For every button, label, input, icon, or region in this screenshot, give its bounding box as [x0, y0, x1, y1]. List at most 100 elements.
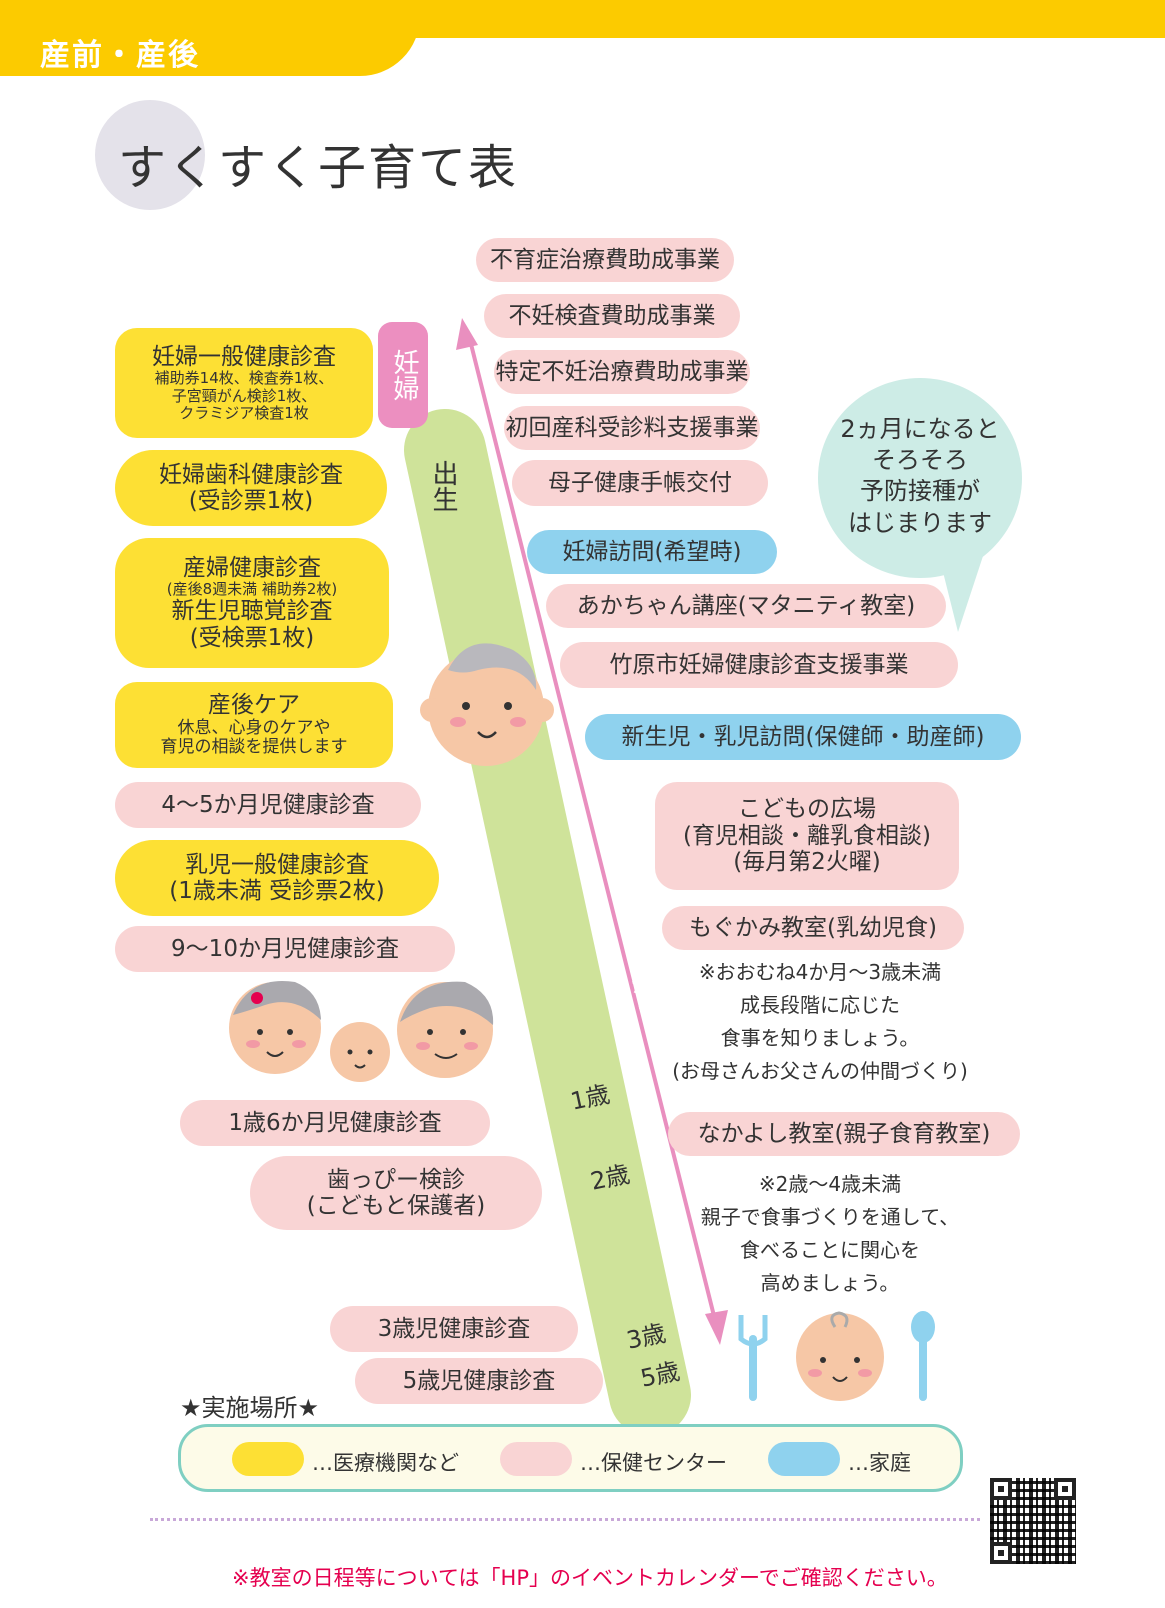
arrow-head-down	[705, 1310, 728, 1345]
pregnancy-checkup-sub2: 子宮頸がん検診1枚、	[171, 386, 317, 405]
infant-checkup-title: 乳児一般健康診査	[185, 851, 369, 878]
pregnancy-checkup-box: 妊婦一般健康診査 補助券14枚、検査券1枚、 子宮頸がん検診1枚、 クラミジア検…	[115, 328, 373, 438]
infant-checkup-sub: (1歳未満 受診票2枚)	[169, 878, 385, 904]
bubble-line-1: 2ヵ月になると	[840, 415, 1000, 443]
postpartum-care-title: 産後ケア	[208, 692, 300, 719]
takehara-pregnancy-support-label: 竹原市妊婦健康診査支援事業	[609, 651, 909, 678]
checkup-5y: 5歳児健康診査	[355, 1358, 603, 1404]
eating-baby-illustration	[738, 1311, 935, 1401]
dotted-divider	[150, 1518, 980, 1521]
pregnancy-dental-sub: (受診票1枚)	[188, 488, 314, 514]
family-illustration	[229, 980, 494, 1082]
nakayoshi-note: ※2歳～4歳未満 親子で食事づくりを通して、 食べることに関心を 高めましょう。	[680, 1168, 980, 1300]
recurrent-miscarriage-subsidy: 不育症治療費助成事業	[476, 238, 734, 282]
header-tag: 産前・産後	[40, 38, 200, 73]
birth-label: 出生	[428, 460, 458, 512]
checkup-4-5-months-label: 4～5か月児健康診査	[161, 791, 375, 818]
qr-finder-top-left	[990, 1478, 1012, 1500]
legend-label-health-center: …保健センター	[580, 1451, 727, 1475]
checkup-1y6m: 1歳6か月児健康診査	[180, 1100, 490, 1146]
newborn-visit-label: 新生児・乳児訪問(保健師・助産師)	[621, 723, 985, 750]
first-obstetric-visit-support-label: 初回産科受診料支援事業	[505, 414, 759, 441]
pink-arrow-line	[468, 339, 717, 1321]
pregnancy-checkup-sub1: 補助券14枚、検査券1枚、	[154, 369, 334, 388]
postpartum-checkup-sub: (産後8週未満 補助券2枚)	[166, 580, 338, 599]
pregnancy-text: 妊婦	[388, 349, 419, 401]
pregnancy-dental-title: 妊婦歯科健康診査	[159, 461, 343, 488]
mogukami-note-3: 食事を知りましょう。	[720, 1026, 920, 1050]
mogukami-class: もぐかみ教室(乳幼児食)	[662, 906, 964, 950]
dental-checkup-box: 歯っぴー検診 (こどもと保護者)	[250, 1156, 542, 1230]
arrow-head-up	[456, 318, 478, 350]
kids-plaza-box: こどもの広場 (育児相談・離乳食相談) (毎月第2火曜)	[655, 782, 959, 890]
checkup-9-10-months: 9～10か月児健康診査	[115, 926, 455, 972]
takehara-pregnancy-support: 竹原市妊婦健康診査支援事業	[560, 642, 958, 688]
checkup-1y6m-label: 1歳6か月児健康診査	[228, 1109, 442, 1136]
legend-label-home: …家庭	[848, 1451, 911, 1475]
infertility-test-subsidy: 不妊検査費助成事業	[484, 294, 740, 338]
pregnancy-checkup-sub3: クラミジア検査1枚	[179, 403, 309, 422]
baby-class: あかちゃん講座(マタニティ教室)	[546, 584, 946, 628]
footer-note: ※教室の日程等については「HP」のイベントカレンダーでご確認ください。	[232, 1566, 948, 1590]
checkup-3y: 3歳児健康診査	[330, 1306, 578, 1352]
recurrent-miscarriage-subsidy-label: 不育症治療費助成事業	[490, 246, 720, 273]
postpartum-care-sub1: 休息、心身のケアや	[177, 717, 331, 738]
dental-checkup-sub: (こどもと保護者)	[306, 1193, 486, 1219]
title-circle	[95, 100, 205, 210]
legend-swatch-blue	[768, 1442, 840, 1476]
mogukami-note-1: ※おおむね4か月～3歳未満	[698, 960, 942, 984]
mogukami-class-label: もぐかみ教室(乳幼児食)	[689, 914, 937, 941]
newborn-visit: 新生児・乳児訪問(保健師・助産師)	[585, 714, 1021, 760]
bubble-line-4: はじまります	[848, 508, 992, 537]
nakayoshi-note-1: ※2歳～4歳未満	[758, 1172, 902, 1196]
nakayoshi-note-3: 食べることに関心を	[740, 1238, 920, 1262]
kids-plaza-title: こどもの広場	[738, 796, 876, 823]
kids-plaza-sub2: (毎月第2火曜)	[733, 849, 881, 876]
dental-checkup-title: 歯っぴー検診	[327, 1166, 465, 1193]
header-tab	[0, 0, 420, 76]
page-title: すくすく子育て表	[118, 140, 519, 196]
infertility-test-subsidy-label: 不妊検査費助成事業	[508, 302, 716, 329]
checkup-3y-label: 3歳児健康診査	[377, 1315, 531, 1342]
pregnancy-dental-box: 妊婦歯科健康診査 (受診票1枚)	[115, 450, 387, 526]
speech-bubble-shape	[818, 378, 1022, 632]
mogukami-note: ※おおむね4か月～3歳未満 成長段階に応じた 食事を知りましょう。 (お母さんお…	[650, 956, 990, 1088]
first-obstetric-visit-support: 初回産科受診料支援事業	[504, 406, 760, 450]
baby-face-illustration	[420, 643, 554, 766]
newborn-hearing-title: 新生児聴覚診査	[171, 598, 333, 625]
green-timeline-bar	[404, 409, 691, 1436]
infant-checkup-box: 乳児一般健康診査 (1歳未満 受診票2枚)	[115, 840, 439, 916]
nakayoshi-note-2: 親子で食事づくりを通して、	[700, 1205, 960, 1229]
baby-class-label: あかちゃん講座(マタニティ教室)	[576, 592, 916, 619]
postpartum-checkup-title: 産婦健康診査	[183, 554, 321, 581]
nakayoshi-class: なかよし教室(親子食育教室)	[668, 1112, 1020, 1156]
maternal-handbook-label: 母子健康手帳交付	[548, 469, 732, 496]
pregnancy-visit-label: 妊婦訪問(希望時)	[562, 538, 742, 565]
vaccination-bubble-text: 2ヵ月になると そろそろ 予防接種が はじまります	[820, 414, 1020, 539]
maternal-handbook: 母子健康手帳交付	[512, 460, 768, 506]
postpartum-care-sub2: 育児の相談を提供します	[160, 737, 348, 758]
checkup-5y-label: 5歳児健康診査	[402, 1367, 556, 1394]
postpartum-checkup-box: 産婦健康診査 (産後8週未満 補助券2枚) 新生児聴覚診査 (受検票1枚)	[115, 538, 389, 668]
legend-swatch-pink	[500, 1442, 572, 1476]
qr-finder-bottom-left	[990, 1542, 1012, 1564]
pregnancy-visit: 妊婦訪問(希望時)	[527, 530, 777, 574]
pregnancy-checkup-title: 妊婦一般健康診査	[152, 343, 336, 370]
checkup-9-10-months-label: 9～10か月児健康診査	[171, 935, 399, 962]
qr-code[interactable]	[990, 1478, 1076, 1564]
legend-label-medical: …医療機関など	[312, 1451, 459, 1475]
legend-heading: ★実施場所★	[180, 1394, 320, 1422]
nakayoshi-class-label: なかよし教室(親子食育教室)	[697, 1120, 991, 1147]
checkup-4-5-months: 4～5か月児健康診査	[115, 782, 421, 828]
mogukami-note-2: 成長段階に応じた	[740, 993, 900, 1017]
legend-swatch-yellow	[232, 1442, 304, 1476]
nakayoshi-note-4: 高めましょう。	[760, 1271, 900, 1295]
postpartum-care-box: 産後ケア 休息、心身のケアや 育児の相談を提供します	[115, 682, 393, 768]
kids-plaza-sub1: (育児相談・離乳食相談)	[683, 822, 931, 849]
pregnancy-label: 妊婦	[378, 322, 428, 428]
specific-infertility-subsidy-label: 特定不妊治療費助成事業	[495, 358, 749, 385]
specific-infertility-subsidy: 特定不妊治療費助成事業	[494, 350, 750, 394]
newborn-hearing-sub: (受検票1枚)	[189, 624, 315, 651]
mogukami-note-4: (お母さんお父さんの仲間づくり)	[672, 1059, 968, 1083]
